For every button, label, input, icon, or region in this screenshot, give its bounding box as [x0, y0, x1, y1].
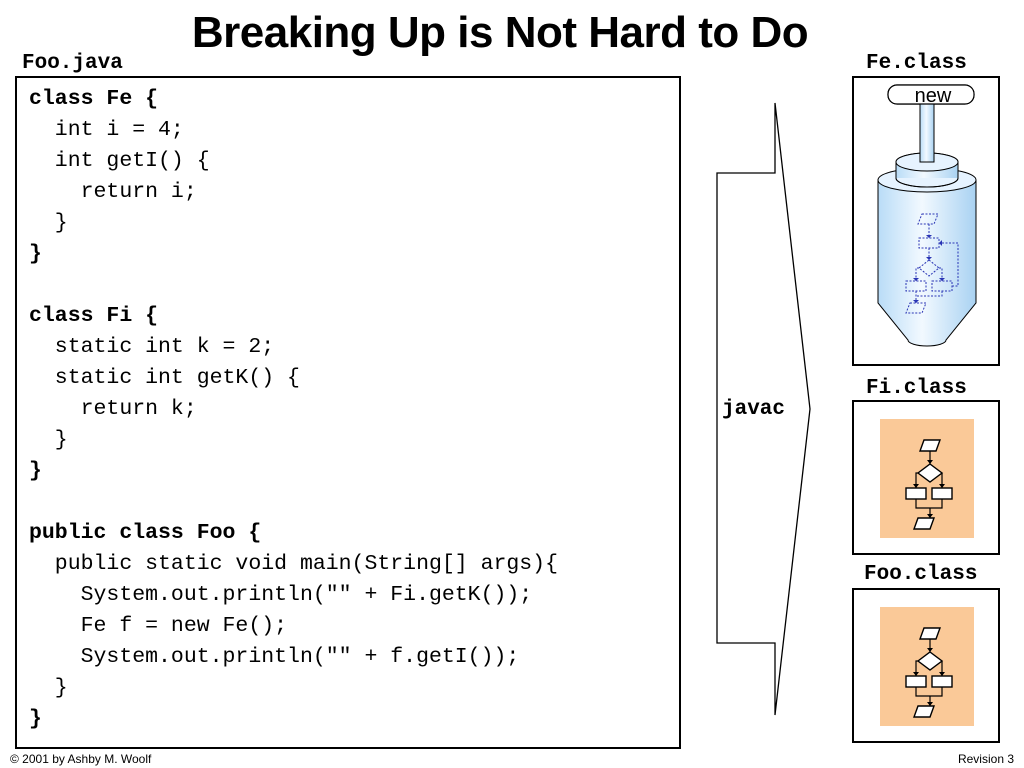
code-line: System.out.println("" + Fi.getK()); — [29, 583, 533, 607]
code-line: } — [29, 676, 68, 700]
source-code: class Fe { int i = 4; int getI() { retur… — [29, 84, 558, 735]
code-line: public class Foo { — [29, 521, 262, 545]
fi-class-flowchart — [880, 419, 974, 538]
code-line: int i = 4; — [29, 118, 184, 142]
foo-class-name: Foo.class — [864, 563, 978, 586]
code-line: static int getK() { — [29, 366, 300, 390]
foo-class-flowchart — [880, 607, 974, 726]
fe-class-box: new — [852, 76, 1000, 366]
javac-arrow — [716, 102, 811, 716]
code-line: } — [29, 459, 42, 483]
plunger-label: new — [915, 85, 952, 107]
source-file-name: Foo.java — [22, 52, 123, 75]
page-title: Breaking Up is Not Hard to Do — [191, 8, 809, 57]
code-line: int getI() { — [29, 149, 210, 173]
code-line: Fe f = new Fe(); — [29, 614, 288, 638]
code-line: return k; — [29, 397, 197, 421]
code-line: System.out.println("" + f.getI()); — [29, 645, 520, 669]
fi-class-box — [852, 400, 1000, 555]
code-line: class Fe { — [29, 87, 159, 111]
container-body — [877, 179, 977, 347]
instance-container-illustration: new — [877, 84, 977, 347]
code-line: } — [29, 242, 42, 266]
compiler-label: javac — [722, 398, 786, 421]
code-line: } — [29, 211, 68, 235]
foo-class-box — [852, 588, 1000, 743]
code-line: static int k = 2; — [29, 335, 275, 359]
code-line: class Fi { — [29, 304, 159, 328]
code-line: } — [29, 707, 42, 731]
compile-arrow-shape — [716, 102, 811, 716]
code-line: return i; — [29, 180, 197, 204]
code-line: } — [29, 428, 68, 452]
fe-class-name: Fe.class — [866, 52, 967, 75]
code-line: public static void main(String[] args){ — [29, 552, 558, 576]
revision-footer: Revision 3 — [957, 752, 1014, 766]
copyright-footer: © 2001 by Ashby M. Woolf — [10, 752, 152, 766]
fi-class-name: Fi.class — [866, 377, 967, 400]
code-line — [29, 270, 558, 301]
code-line — [29, 487, 558, 518]
source-code-box: class Fe { int i = 4; int getI() { retur… — [15, 76, 681, 749]
